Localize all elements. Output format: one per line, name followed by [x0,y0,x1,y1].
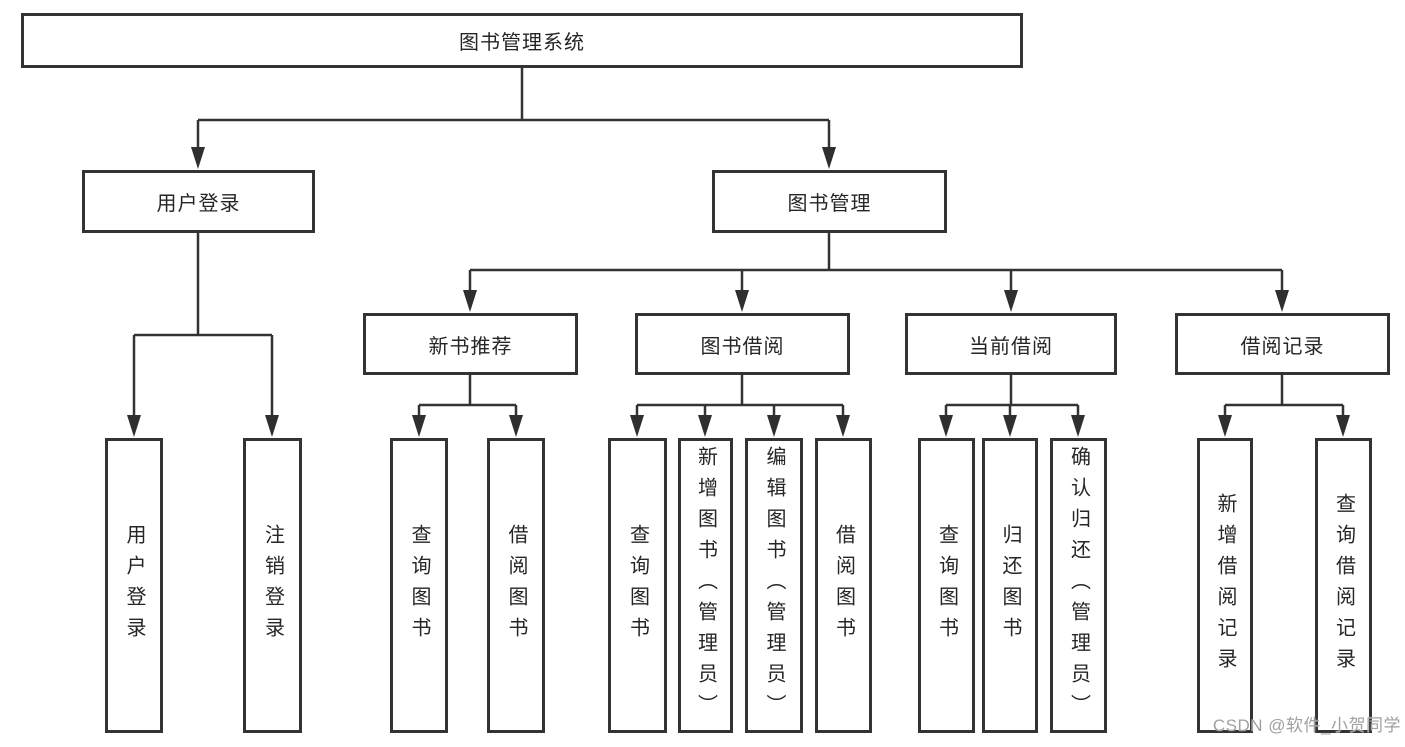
leaf-label: 确认归还（管理员） [1067,446,1090,725]
node-label: 图书管理系统 [459,32,585,54]
leaf-confirm-return-admin: 确认归还（管理员） [1050,438,1107,733]
node-label: 图书管理 [787,193,872,215]
node-label: 新书推荐 [428,335,513,358]
node-label: 当前借阅 [969,335,1053,358]
leaf-query-books-recommend: 查询图书 [390,438,448,733]
node-label: 图书借阅 [700,335,785,358]
leaf-query-books-borrow: 查询图书 [608,438,667,733]
leaf-query-borrow-record: 查询借阅记录 [1315,438,1372,733]
leaf-label: 归还图书 [999,523,1021,648]
leaf-label: 编辑图书（管理员） [763,446,785,725]
leaf-return-books: 归还图书 [982,438,1038,733]
node-user-login: 用户登录 [82,170,315,233]
leaf-label: 注销登录 [261,523,284,648]
node-label: 用户登录 [156,193,241,215]
leaf-borrow-books-recommend: 借阅图书 [487,438,545,733]
leaf-add-books-admin: 新增图书（管理员） [678,438,733,733]
leaf-label: 查询借阅记录 [1332,492,1355,679]
leaf-label: 借阅图书 [505,523,527,648]
node-library-management-system: 图书管理系统 [21,13,1023,68]
node-book-borrowing: 图书借阅 [635,313,850,375]
leaf-borrow-books: 借阅图书 [815,438,872,733]
node-new-book-recommendation: 新书推荐 [363,313,578,375]
leaf-edit-books-admin: 编辑图书（管理员） [745,438,803,733]
leaf-add-borrow-record: 新增借阅记录 [1197,438,1253,733]
leaf-logout: 注销登录 [243,438,302,733]
node-book-management: 图书管理 [712,170,947,233]
leaf-label: 查询图书 [408,523,430,648]
leaf-label: 新增图书（管理员） [694,446,717,725]
leaf-label: 查询图书 [935,523,958,648]
leaf-query-books-current: 查询图书 [918,438,975,733]
node-current-borrowing: 当前借阅 [905,313,1117,375]
leaf-label: 新增借阅记录 [1214,492,1236,679]
leaf-label: 查询图书 [626,523,649,648]
node-label: 借阅记录 [1240,335,1325,358]
watermark: CSDN @软件_小贺同学 [1212,716,1401,735]
leaf-label: 用户登录 [123,523,145,648]
leaf-label: 借阅图书 [832,523,855,648]
leaf-user-login: 用户登录 [105,438,163,733]
node-borrowing-records: 借阅记录 [1175,313,1390,375]
